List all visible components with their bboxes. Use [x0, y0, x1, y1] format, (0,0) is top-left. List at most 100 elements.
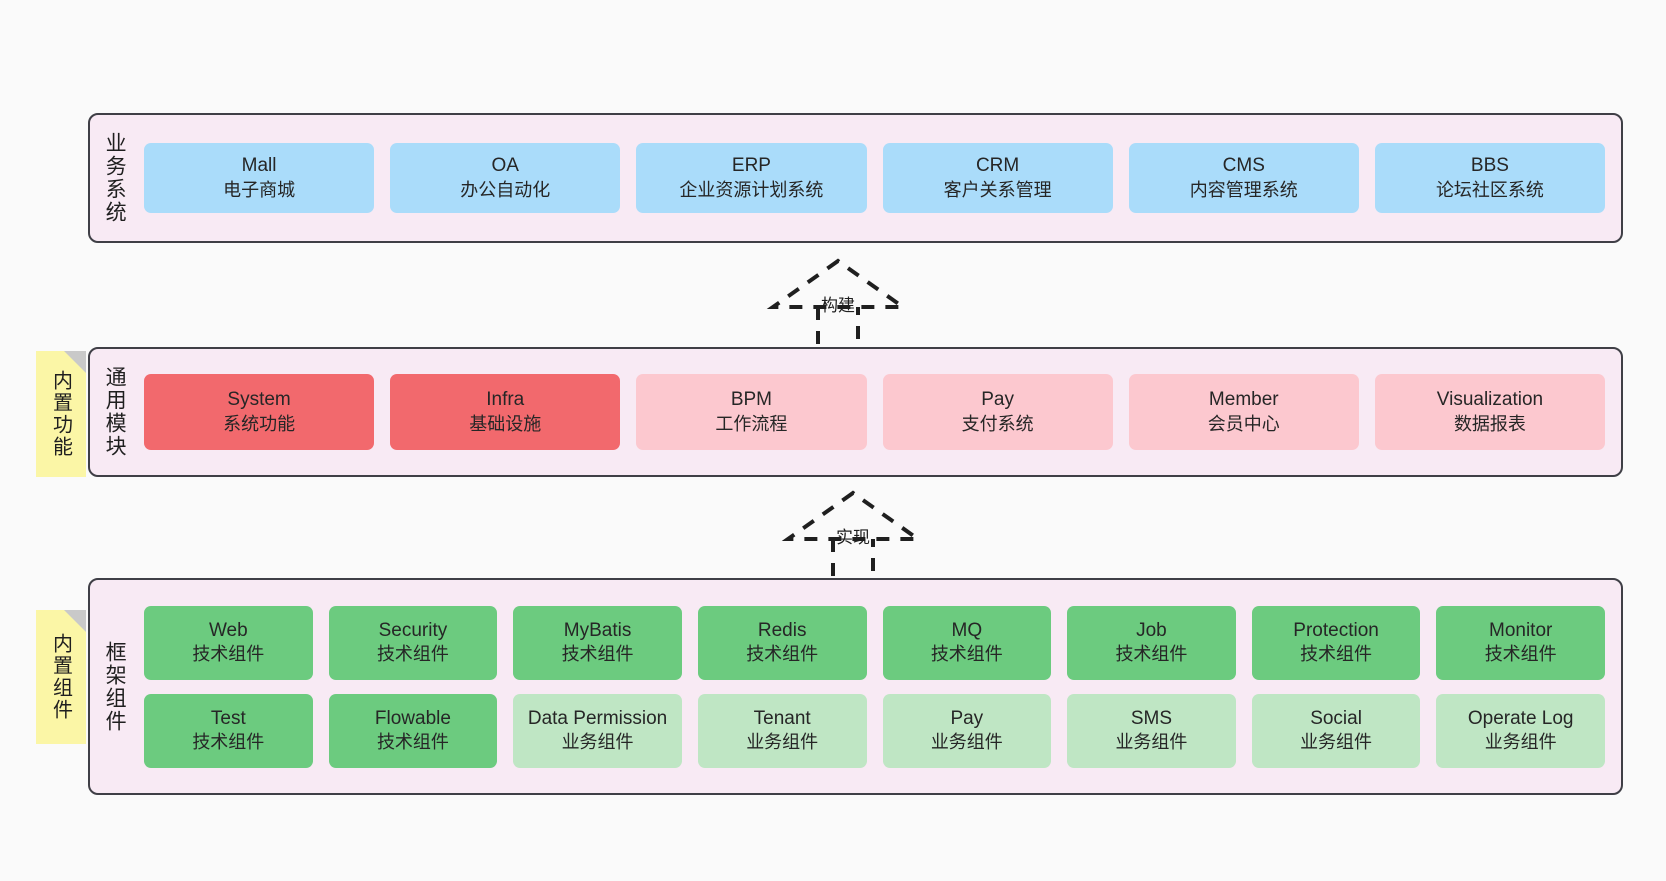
- node-title: BPM: [730, 389, 773, 411]
- layer-framework-components: 框架组件 Web 技术组件 Security 技术组件 MyBatis 技术组件…: [88, 578, 1623, 795]
- node-security[interactable]: Security 技术组件: [328, 605, 498, 680]
- layer-body-framework-components: Web 技术组件 Security 技术组件 MyBatis 技术组件 Redi…: [138, 580, 1621, 793]
- node-subtitle: 业务组件: [746, 732, 819, 753]
- node-subtitle: 技术组件: [1115, 644, 1188, 665]
- node-bpm[interactable]: BPM 工作流程: [636, 374, 867, 450]
- node-pay-component[interactable]: Pay 业务组件: [882, 693, 1052, 768]
- node-title: MyBatis: [563, 619, 632, 641]
- layer-row: Test 技术组件 Flowable 技术组件 Data Permission …: [144, 693, 1605, 768]
- layer-row: System 系统功能 Infra 基础设施 BPM 工作流程 Pay 支付系统…: [144, 374, 1606, 450]
- node-title: OA: [491, 155, 519, 177]
- node-subtitle: 办公自动化: [460, 179, 551, 200]
- layer-body-common-modules: System 系统功能 Infra 基础设施 BPM 工作流程 Pay 支付系统…: [138, 349, 1621, 475]
- layer-title-framework-components: 框架组件: [103, 640, 127, 733]
- node-title: Pay: [981, 389, 1014, 411]
- node-subtitle: 客户关系管理: [943, 179, 1052, 200]
- node-subtitle: 技术组件: [1484, 644, 1557, 665]
- node-member[interactable]: Member 会员中心: [1128, 374, 1359, 450]
- node-subtitle: 业务组件: [561, 732, 634, 753]
- node-title: Operate Log: [1467, 707, 1574, 729]
- arrow-label-build: 构建: [821, 296, 855, 315]
- node-data-permission[interactable]: Data Permission 业务组件: [513, 693, 682, 768]
- node-subtitle: 技术组件: [930, 644, 1003, 665]
- node-system[interactable]: System 系统功能: [144, 374, 375, 450]
- arrow-build-icon: [766, 258, 910, 353]
- node-cms[interactable]: CMS 内容管理系统: [1128, 143, 1359, 213]
- node-title: Mall: [241, 155, 277, 177]
- node-subtitle: 支付系统: [961, 413, 1034, 434]
- node-title: MQ: [951, 619, 983, 641]
- layer-business-systems: 业务系统 Mall 电子商城 OA 办公自动化 ERP 企业资源计划系统 CRM…: [88, 113, 1623, 243]
- node-title: Web: [208, 619, 248, 641]
- generalization-arrow-realize: 实现: [778, 487, 928, 585]
- node-job[interactable]: Job 技术组件: [1067, 605, 1236, 680]
- node-subtitle: 工作流程: [715, 413, 788, 434]
- node-title: Member: [1208, 389, 1279, 411]
- node-visualization[interactable]: Visualization 数据报表: [1374, 374, 1606, 450]
- node-subtitle: 系统功能: [223, 413, 296, 434]
- arrow-label-realize: 实现: [836, 528, 870, 547]
- layer-body-business-systems: Mall 电子商城 OA 办公自动化 ERP 企业资源计划系统 CRM 客户关系…: [138, 115, 1621, 241]
- node-protection[interactable]: Protection 技术组件: [1251, 605, 1421, 680]
- node-flowable[interactable]: Flowable 技术组件: [328, 693, 498, 768]
- node-subtitle: 技术组件: [376, 732, 449, 753]
- node-web[interactable]: Web 技术组件: [144, 605, 313, 680]
- node-title: Tenant: [753, 707, 811, 729]
- node-title: Data Permission: [527, 707, 668, 729]
- node-title: Monitor: [1489, 619, 1553, 641]
- node-operate-log[interactable]: Operate Log 业务组件: [1436, 693, 1605, 768]
- node-subtitle: 论坛社区系统: [1435, 179, 1544, 200]
- node-sms[interactable]: SMS 业务组件: [1067, 693, 1236, 768]
- node-subtitle: 业务组件: [1300, 732, 1373, 753]
- node-subtitle: 技术组件: [192, 732, 265, 753]
- node-bbs[interactable]: BBS 论坛社区系统: [1374, 143, 1606, 213]
- node-subtitle: 技术组件: [746, 644, 819, 665]
- node-subtitle: 业务组件: [930, 732, 1003, 753]
- node-subtitle: 业务组件: [1484, 732, 1557, 753]
- sticky-note-builtin-components: 内置组件: [36, 610, 86, 744]
- node-mq[interactable]: MQ 技术组件: [882, 605, 1052, 680]
- node-erp[interactable]: ERP 企业资源计划系统: [636, 143, 867, 213]
- node-subtitle: 技术组件: [1300, 644, 1373, 665]
- node-title: Security: [378, 619, 448, 641]
- layer-row: Web 技术组件 Security 技术组件 MyBatis 技术组件 Redi…: [144, 605, 1605, 680]
- node-redis[interactable]: Redis 技术组件: [697, 605, 867, 680]
- node-title: Flowable: [374, 707, 451, 729]
- node-subtitle: 技术组件: [561, 644, 634, 665]
- node-subtitle: 电子商城: [223, 179, 296, 200]
- node-title: Infra: [486, 389, 525, 411]
- layer-title-common-modules: 通用模块: [103, 366, 127, 458]
- node-title: SMS: [1130, 707, 1173, 729]
- node-crm[interactable]: CRM 客户关系管理: [882, 143, 1113, 213]
- node-subtitle: 内容管理系统: [1189, 179, 1298, 200]
- node-pay-module[interactable]: Pay 支付系统: [882, 374, 1113, 450]
- node-subtitle: 数据报表: [1453, 413, 1526, 434]
- node-title: Job: [1136, 619, 1167, 641]
- node-title: Social: [1310, 707, 1362, 729]
- node-mybatis[interactable]: MyBatis 技术组件: [513, 605, 682, 680]
- node-title: CMS: [1222, 155, 1265, 177]
- node-test[interactable]: Test 技术组件: [144, 693, 313, 768]
- node-title: Pay: [950, 707, 984, 729]
- node-mall[interactable]: Mall 电子商城: [144, 143, 375, 213]
- node-title: BBS: [1470, 155, 1509, 177]
- node-title: Visualization: [1436, 389, 1544, 411]
- node-monitor[interactable]: Monitor 技术组件: [1436, 605, 1605, 680]
- generalization-arrow-build: 构建: [763, 255, 913, 353]
- node-subtitle: 基础设施: [469, 413, 542, 434]
- node-title: Protection: [1293, 619, 1379, 641]
- node-tenant[interactable]: Tenant 业务组件: [697, 693, 867, 768]
- node-subtitle: 会员中心: [1207, 413, 1280, 434]
- node-title: System: [227, 389, 291, 411]
- sticky-note-builtin-features: 内置功能: [36, 351, 86, 477]
- node-subtitle: 企业资源计划系统: [679, 179, 824, 200]
- node-title: CRM: [975, 155, 1020, 177]
- arrow-realize-icon: [781, 490, 925, 585]
- node-infra[interactable]: Infra 基础设施: [390, 374, 621, 450]
- node-social[interactable]: Social 业务组件: [1251, 693, 1421, 768]
- node-subtitle: 技术组件: [192, 644, 265, 665]
- node-title: Test: [210, 707, 246, 729]
- node-oa[interactable]: OA 办公自动化: [390, 143, 621, 213]
- node-title: ERP: [731, 155, 771, 177]
